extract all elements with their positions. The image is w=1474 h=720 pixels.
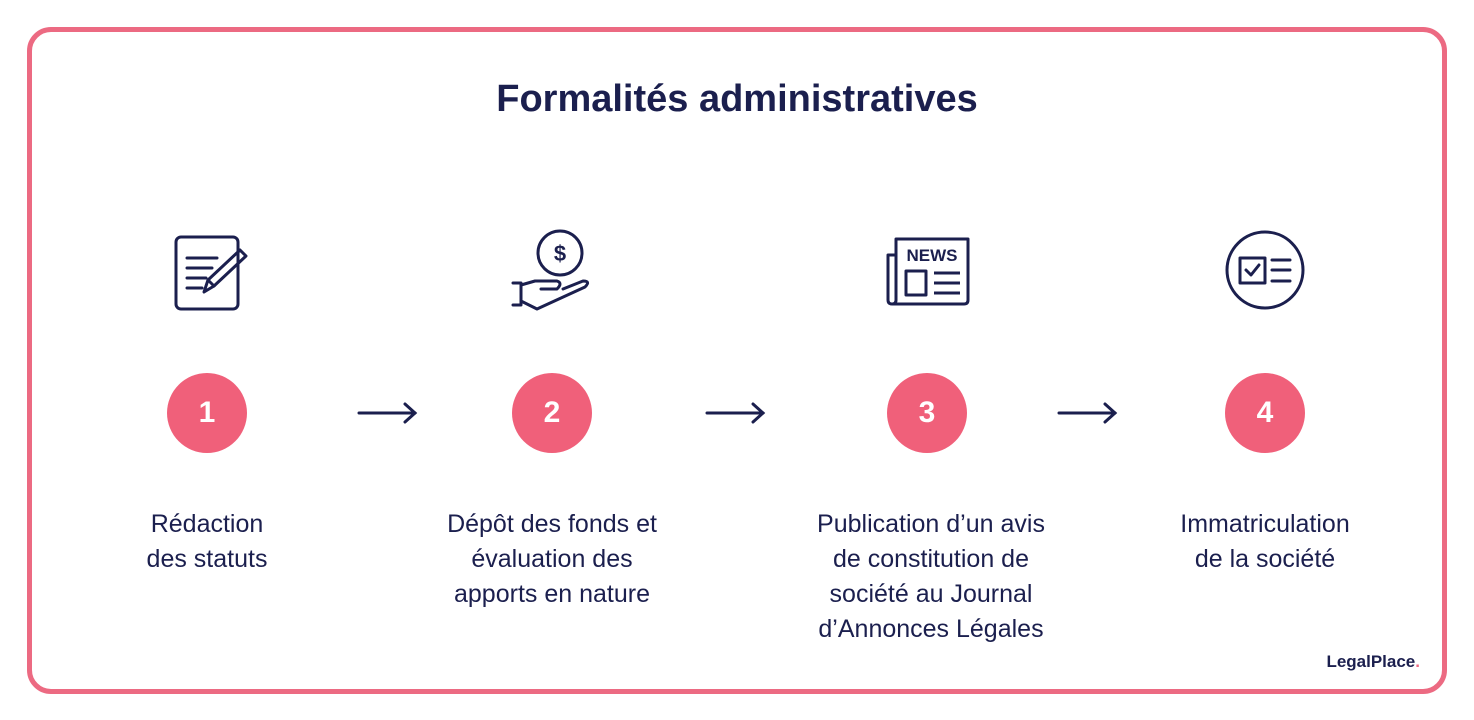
svg-text:$: $ <box>554 241 566 266</box>
arrow-right-icon <box>1057 402 1118 424</box>
legalplace-logo: LegalPlace. <box>1326 652 1420 671</box>
arrow-right-icon <box>705 402 766 424</box>
infographic-frame <box>27 27 1447 694</box>
step-number-3: 3 <box>887 373 967 453</box>
step-number-1: 1 <box>167 373 247 453</box>
svg-text:NEWS: NEWS <box>907 246 958 265</box>
checklist-circle-icon <box>1220 225 1310 315</box>
document-pencil-icon <box>162 225 252 315</box>
newspaper-icon: NEWS <box>882 225 972 315</box>
step-number-4: 4 <box>1225 373 1305 453</box>
hand-coin-icon: $ <box>507 225 597 315</box>
page-title: Formalités administratives <box>496 78 978 120</box>
step-number-2: 2 <box>512 373 592 453</box>
arrow-right-icon <box>357 402 418 424</box>
